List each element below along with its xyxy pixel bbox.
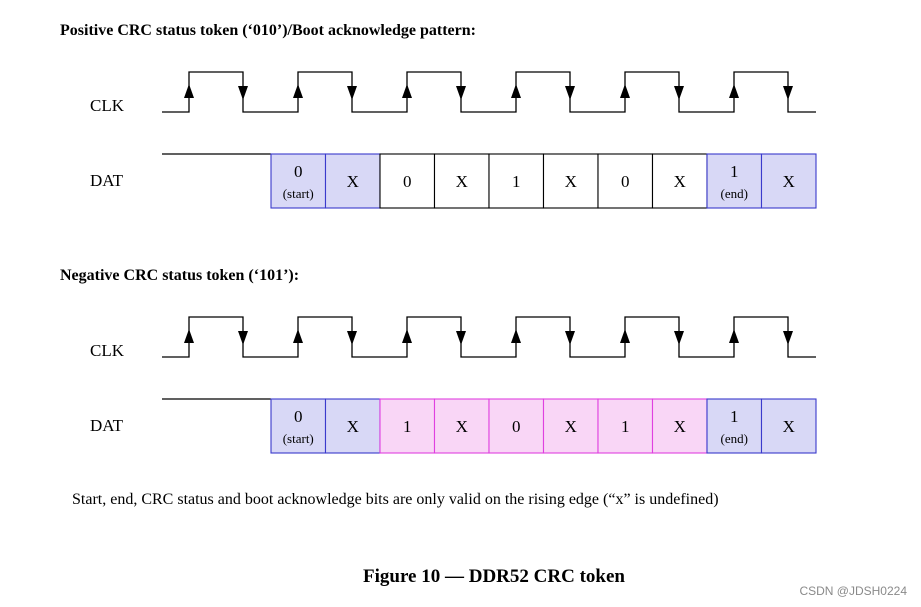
- negative-rising-edge-arrow: [729, 329, 739, 343]
- negative-bit-value: 0: [512, 417, 521, 436]
- negative-rising-edge-arrow: [184, 329, 194, 343]
- negative-rising-edge-arrow: [511, 329, 521, 343]
- positive-clk-line: [162, 71, 816, 113]
- negative-clk-label: CLK: [90, 341, 124, 360]
- positive-bit-value: 1: [730, 162, 739, 181]
- positive-bit-cell: [542, 153, 599, 209]
- positive-bit-value: X: [674, 172, 686, 191]
- negative-falling-edge-arrow: [238, 331, 248, 345]
- negative-bit-value: X: [783, 417, 795, 436]
- negative-bit-cell: [651, 398, 708, 454]
- positive-bit-cell: [597, 153, 654, 209]
- positive-rising-edge-arrow: [184, 84, 194, 98]
- negative-falling-edge-arrow: [565, 331, 575, 345]
- positive-rising-edge-arrow: [402, 84, 412, 98]
- positive-bit-caption: (end): [721, 186, 748, 201]
- positive-bit-caption: (start): [283, 186, 314, 201]
- positive-token-heading: Positive CRC status token (‘010’)/Boot a…: [60, 22, 476, 39]
- negative-bit-caption: (end): [721, 431, 748, 446]
- negative-rising-edge-arrow: [620, 329, 630, 343]
- negative-bit-value: 0: [294, 407, 303, 426]
- positive-bit-value: X: [456, 172, 468, 191]
- negative-bit-value: X: [565, 417, 577, 436]
- negative-falling-edge-arrow: [456, 331, 466, 345]
- positive-bit-value: X: [347, 172, 359, 191]
- negative-bit-value: X: [456, 417, 468, 436]
- negative-rising-edge-arrow: [402, 329, 412, 343]
- negative-bit-cell: [433, 398, 490, 454]
- negative-rising-edge-arrow: [293, 329, 303, 343]
- positive-bit-value: 1: [512, 172, 521, 191]
- positive-falling-edge-arrow: [565, 86, 575, 100]
- negative-bit-caption: (start): [283, 431, 314, 446]
- negative-falling-edge-arrow: [347, 331, 357, 345]
- positive-rising-edge-arrow: [293, 84, 303, 98]
- negative-bit-value: 1: [403, 417, 412, 436]
- positive-rising-edge-arrow: [620, 84, 630, 98]
- positive-bit-cell: [270, 153, 327, 209]
- positive-clk-label: CLK: [90, 96, 124, 115]
- positive-bit-value: 0: [403, 172, 412, 191]
- negative-falling-edge-arrow: [674, 331, 684, 345]
- positive-rising-edge-arrow: [729, 84, 739, 98]
- positive-falling-edge-arrow: [456, 86, 466, 100]
- positive-bit-value: 0: [621, 172, 630, 191]
- negative-dat-label: DAT: [90, 416, 124, 435]
- negative-clk-waveform: [162, 316, 816, 358]
- negative-bit-value: 1: [730, 407, 739, 426]
- validity-note: Start, end, CRC status and boot acknowle…: [72, 491, 719, 508]
- negative-bit-value: X: [347, 417, 359, 436]
- positive-bit-cell: [324, 153, 381, 209]
- negative-clk-line: [162, 316, 816, 358]
- negative-bit-cell: [542, 398, 599, 454]
- negative-bit-value: 1: [621, 417, 630, 436]
- positive-bit-cell: [706, 153, 763, 209]
- positive-falling-edge-arrow: [347, 86, 357, 100]
- positive-bit-value: 0: [294, 162, 303, 181]
- positive-bit-value: X: [783, 172, 795, 191]
- positive-bit-cell: [488, 153, 545, 209]
- positive-rising-edge-arrow: [511, 84, 521, 98]
- negative-bit-cell: [760, 398, 817, 454]
- positive-bit-cell: [760, 153, 817, 209]
- negative-falling-edge-arrow: [783, 331, 793, 345]
- positive-clk-waveform: [162, 71, 816, 113]
- negative-bit-cell: [379, 398, 436, 454]
- positive-bit-value: X: [565, 172, 577, 191]
- negative-bit-cell: [270, 398, 327, 454]
- positive-falling-edge-arrow: [783, 86, 793, 100]
- positive-falling-edge-arrow: [238, 86, 248, 100]
- negative-bit-cell: [488, 398, 545, 454]
- negative-bit-cell: [597, 398, 654, 454]
- positive-dat-label: DAT: [90, 171, 124, 190]
- negative-bit-value: X: [674, 417, 686, 436]
- positive-falling-edge-arrow: [674, 86, 684, 100]
- figure-caption: Figure 10 — DDR52 CRC token: [363, 566, 625, 587]
- negative-token-heading: Negative CRC status token (‘101’):: [60, 267, 300, 284]
- csdn-watermark: CSDN @JDSH0224: [799, 584, 907, 598]
- positive-bit-cell: [433, 153, 490, 209]
